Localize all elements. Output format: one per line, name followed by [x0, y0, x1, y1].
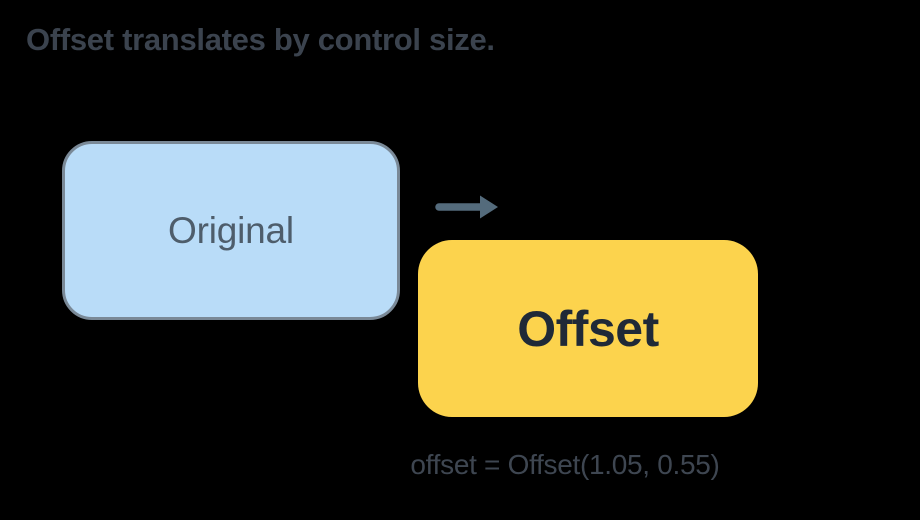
arrow-head [480, 195, 498, 219]
original-box-label: Original [168, 209, 294, 251]
code-caption: offset = Offset(1.05, 0.55) [410, 449, 720, 480]
right-arrow-shape [435, 195, 498, 219]
offset-box: Offset [418, 240, 758, 417]
diagram-title: Offset translates by control size. [26, 22, 495, 57]
original-box: Original [62, 141, 400, 320]
offset-box-label: Offset [517, 300, 659, 357]
right-arrow-icon [435, 195, 498, 219]
